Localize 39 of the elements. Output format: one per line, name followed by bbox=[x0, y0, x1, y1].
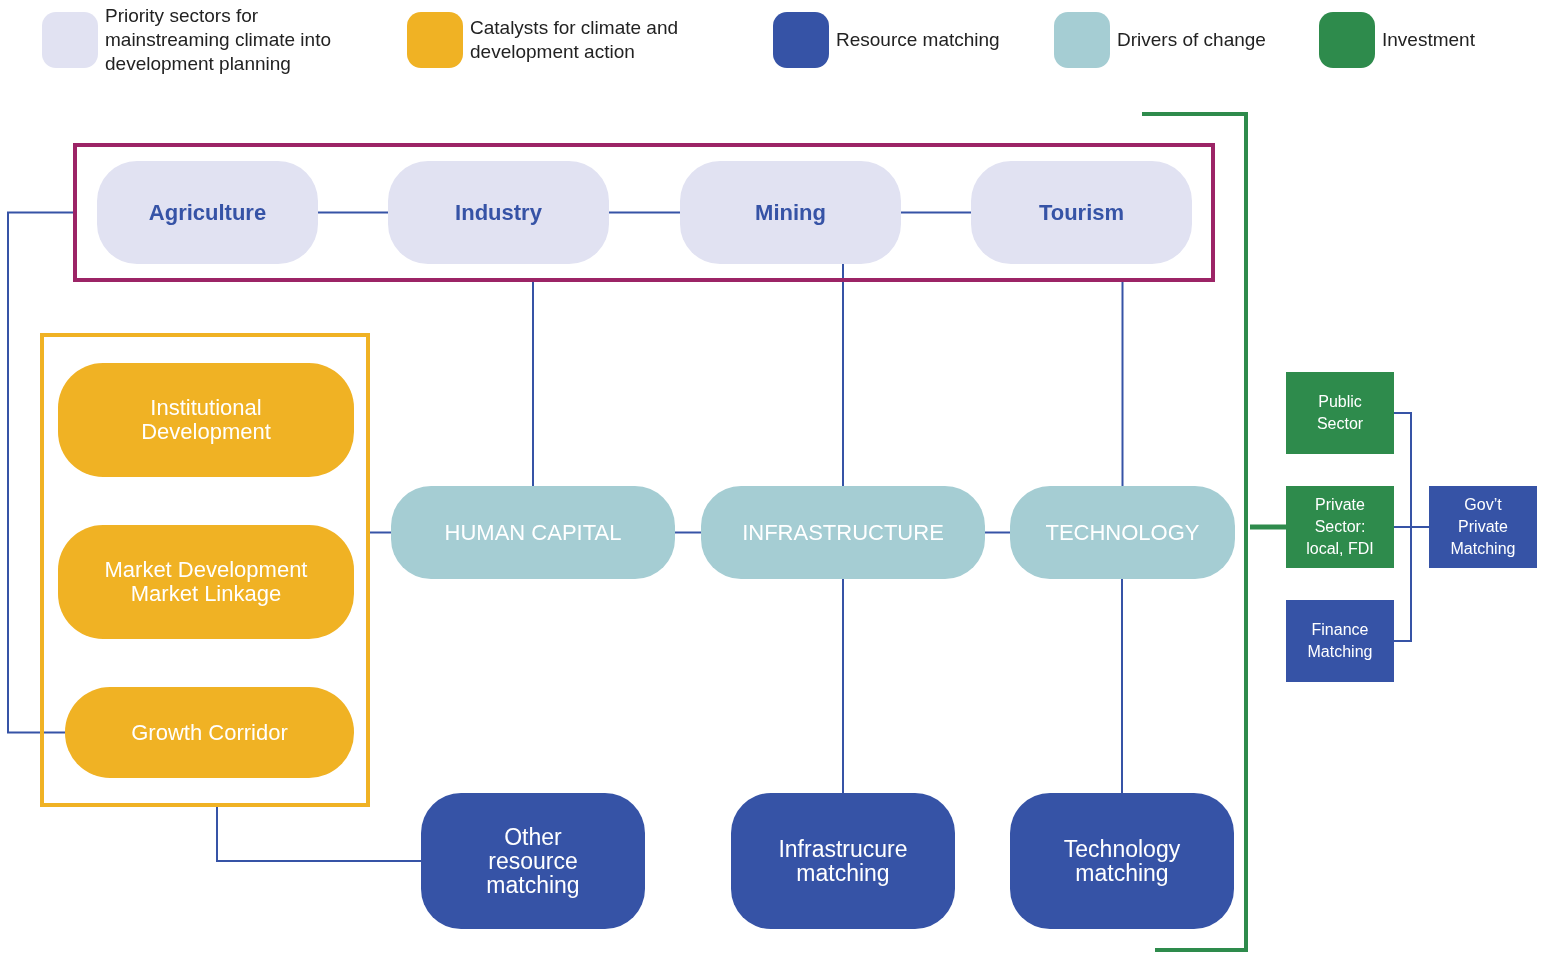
driver-box: TECHNOLOGY bbox=[1010, 486, 1235, 579]
connector-line bbox=[1250, 524, 1286, 530]
investment-box: Private Sector: local, FDI bbox=[1286, 486, 1394, 568]
connector-line bbox=[1121, 578, 1123, 794]
connector-line bbox=[317, 211, 389, 214]
connector-line bbox=[532, 281, 534, 487]
legend-label: Resource matching bbox=[836, 28, 1000, 52]
legend-label: Catalysts for climate and development action bbox=[470, 16, 680, 64]
resource-box: Infrastrucure matching bbox=[731, 793, 955, 929]
group-frame bbox=[73, 143, 1215, 282]
connector-line bbox=[842, 263, 844, 487]
connector-line bbox=[1393, 526, 1430, 642]
group-frame bbox=[40, 333, 370, 807]
driver-box: INFRASTRUCTURE bbox=[701, 486, 985, 579]
legend-label: Investment bbox=[1382, 28, 1475, 52]
matching-box: Finance Matching bbox=[1286, 600, 1394, 682]
investment-box: Public Sector bbox=[1286, 372, 1394, 454]
driver-box: HUMAN CAPITAL bbox=[391, 486, 675, 579]
connector-line bbox=[1121, 281, 1124, 487]
sector-box: Mining bbox=[680, 161, 901, 264]
sector-box: Industry bbox=[388, 161, 609, 264]
connector-line bbox=[216, 806, 422, 862]
legend-label: Priority sectors for mainstreaming climate into development planning bbox=[105, 4, 332, 76]
sector-box: Agriculture bbox=[97, 161, 318, 264]
connector-line bbox=[608, 211, 681, 214]
connector-line bbox=[842, 578, 844, 794]
legend-label: Drivers of change bbox=[1117, 28, 1266, 52]
catalyst-box: Institutional Development bbox=[58, 363, 354, 477]
connector-line bbox=[900, 211, 972, 214]
connector-line bbox=[7, 211, 74, 734]
matching-box: Gov’t Private Matching bbox=[1429, 486, 1537, 568]
connector-line bbox=[369, 531, 392, 534]
resource-box: Other resource matching bbox=[421, 793, 645, 929]
catalyst-box: Growth Corridor bbox=[65, 687, 354, 778]
sector-box: Tourism bbox=[971, 161, 1192, 264]
resource-box: Technology matching bbox=[1010, 793, 1234, 929]
connector-line bbox=[674, 531, 702, 534]
connector-line bbox=[984, 531, 1011, 534]
catalyst-box: Market Development Market Linkage bbox=[58, 525, 354, 639]
